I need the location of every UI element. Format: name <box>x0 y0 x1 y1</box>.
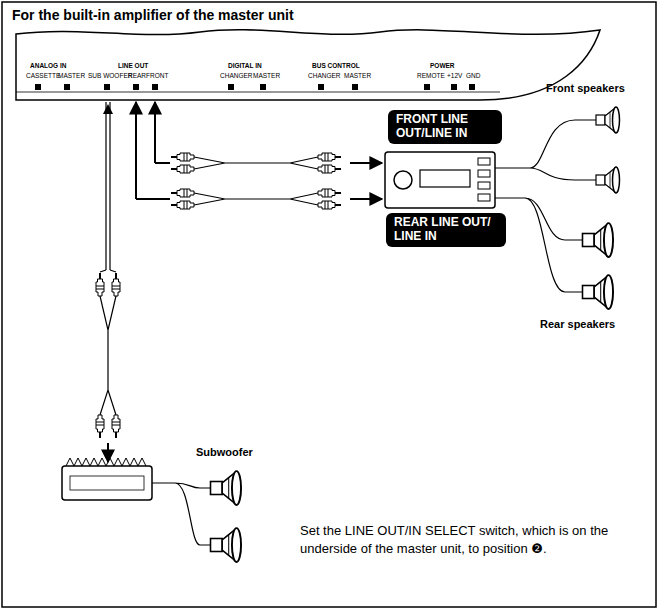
jack-label: GND <box>466 72 480 79</box>
jack-label: CASSETTE <box>26 72 60 79</box>
jack-label: SUB WOOFER <box>88 72 132 79</box>
jack-label: +12V <box>447 72 462 79</box>
instruction-note: Set the LINE OUT/IN SELECT switch, which… <box>300 522 625 557</box>
callout-box: REAR LINE OUT/ LINE IN <box>386 213 506 247</box>
callout-box: FRONT LINE OUT/LINE IN <box>388 110 502 144</box>
panel-heading: DIGITAL IN <box>228 62 262 69</box>
callout-text: REAR LINE OUT/ LINE IN <box>394 216 498 244</box>
panel-heading: BUS CONTROL <box>312 62 360 69</box>
diagram-title: For the built-in amplifier of the master… <box>12 8 294 23</box>
jack-label: MASTER <box>344 72 371 79</box>
jack-label: REAR <box>128 72 146 79</box>
jack-label: MASTER <box>253 72 280 79</box>
panel-heading: LINE OUT <box>118 62 148 69</box>
jack-label: REMOTE <box>417 72 445 79</box>
jack-label: CHANGER <box>220 72 253 79</box>
jack-label: CHANGER <box>308 72 341 79</box>
callout-text: FRONT LINE OUT/LINE IN <box>396 113 494 141</box>
jack-label: FRONT <box>146 72 168 79</box>
jack-label: MASTER <box>58 72 85 79</box>
speaker-label: Rear speakers <box>540 318 615 330</box>
speaker-label: Front speakers <box>546 82 625 94</box>
panel-heading: ANALOG IN <box>30 62 66 69</box>
speaker-label: Subwoofer <box>196 446 253 458</box>
panel-heading: POWER <box>430 62 455 69</box>
